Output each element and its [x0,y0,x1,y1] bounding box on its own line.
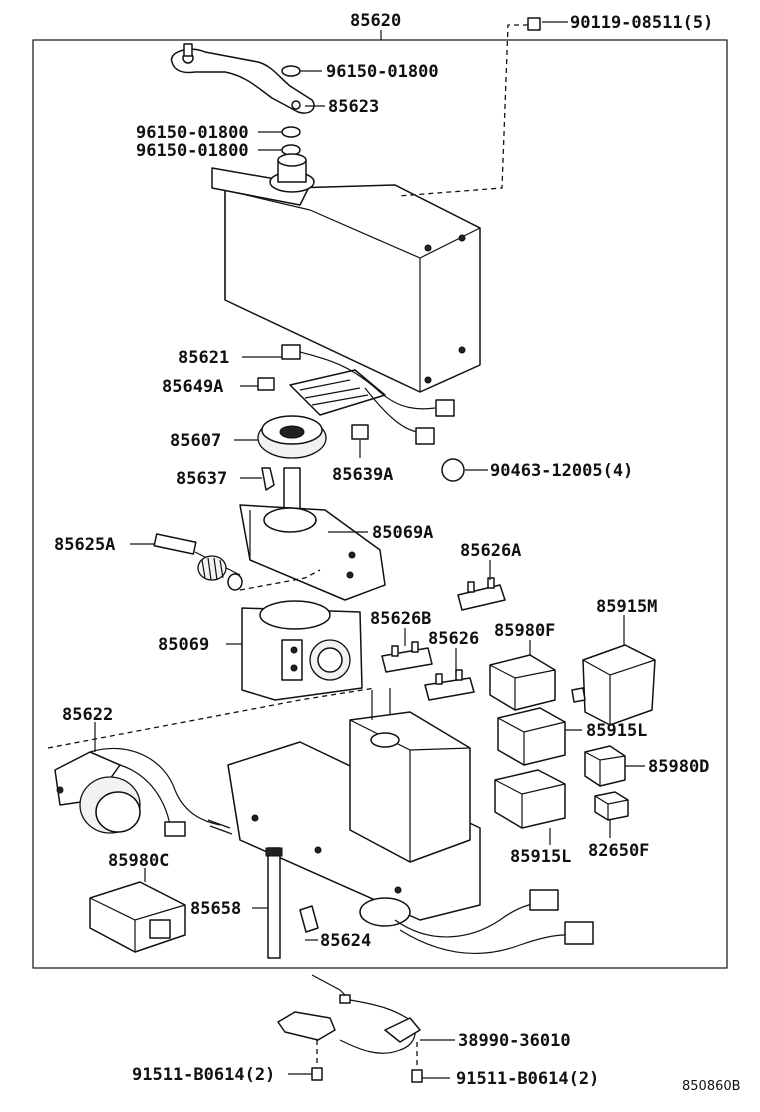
part-label-85980D: 85980D [648,757,709,777]
clip-85649A [257,377,275,391]
main-assembly-label: 85620 [350,11,401,31]
harness-bottom [359,889,594,954]
part-label-91511-right: 91511-B0614(2) [456,1069,599,1089]
part-label-85621: 85621 [178,348,229,368]
bolt-85624 [299,905,319,933]
relay-85915L-lower [494,769,566,829]
part-label-85626A: 85626A [460,541,521,561]
band-clamp-icon [441,458,465,482]
part-label-96150-a: 96150-01800 [136,123,249,143]
part-label-96150-b: 96150-01800 [136,141,249,161]
mounting-bracket [227,688,481,921]
clip-85637 [261,467,275,491]
part-label-85980F: 85980F [494,621,555,641]
part-label-85915L-b: 85915L [510,847,571,867]
screw-icon [527,17,541,31]
part-label-85623: 85623 [328,97,379,117]
connector-85626B [381,641,433,673]
gear-85607 [257,415,327,459]
housing-85069 [241,600,363,701]
harness-85621 [281,344,455,445]
relay-85915M [571,644,656,726]
washer-icon [281,126,301,138]
part-label-38990: 38990-36010 [458,1031,571,1051]
part-label-91511-left: 91511-B0614(2) [132,1065,275,1085]
part-label-85607: 85607 [170,431,221,451]
motor-85622 [54,747,233,837]
rod-85658 [265,847,283,959]
part-label-85915M: 85915M [596,597,657,617]
part-label-85626B: 85626B [370,609,431,629]
relay-85980D [584,745,626,787]
part-label-85622: 85622 [62,705,113,725]
part-label-85637: 85637 [176,469,227,489]
part-label-90119: 90119-08511(5) [570,13,713,33]
actuator-housing [211,153,481,393]
washer-icon [281,65,301,77]
part-label-85980C: 85980C [108,851,169,871]
part-label-85915L-a: 85915L [586,721,647,741]
part-label-85069: 85069 [158,635,209,655]
part-label-85626: 85626 [428,629,479,649]
gear-housing-85069A [239,504,386,601]
worm-gear-85625A [153,533,243,591]
part-label-85639A: 85639A [332,465,393,485]
connector-85626A [457,577,506,611]
clip-85639A [351,424,369,440]
part-label-85625A: 85625A [54,535,115,555]
assembly-frame [32,39,728,969]
module-85980C [89,881,186,953]
relay-85915L-upper [497,707,566,766]
bolt-icon [311,1067,323,1081]
part-label-96150-top: 96150-01800 [326,62,439,82]
part-label-82650F: 82650F [588,841,649,861]
part-label-90463: 90463-12005(4) [490,461,633,481]
part-label-85624: 85624 [320,931,371,951]
sensor-38990 [277,974,421,1054]
diagram-code: 850860B [682,1079,741,1094]
relay-82650F [594,791,629,821]
part-label-85658: 85658 [190,899,241,919]
bolt-icon [411,1069,423,1083]
connector-85626 [424,669,475,701]
part-label-85069A: 85069A [372,523,433,543]
part-label-85649A: 85649A [162,377,223,397]
link-arm-85623 [170,43,315,114]
relay-85980F [489,654,556,711]
